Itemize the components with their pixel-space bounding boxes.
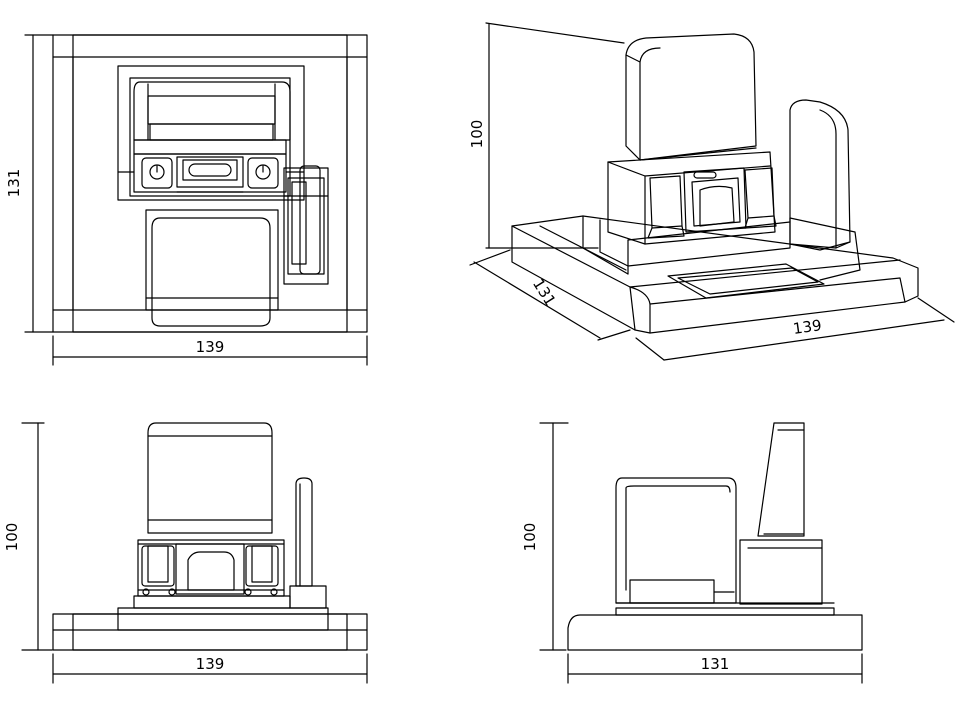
top-view-depth-label: 131	[5, 169, 23, 198]
front-view: 139 100	[3, 422, 368, 684]
side-view: 131 100	[521, 422, 863, 684]
front-height-label: 100	[3, 523, 21, 552]
top-view: 139 131	[5, 34, 368, 366]
isometric-view: 100 131 139	[468, 22, 955, 361]
front-width-label: 139	[196, 655, 225, 673]
iso-depth-label: 131	[529, 275, 559, 309]
iso-height-label: 100	[468, 120, 486, 149]
side-depth-label: 131	[701, 655, 730, 673]
iso-width-label: 139	[792, 316, 823, 338]
top-view-width-label: 139	[196, 338, 225, 356]
side-height-label: 100	[521, 523, 539, 552]
